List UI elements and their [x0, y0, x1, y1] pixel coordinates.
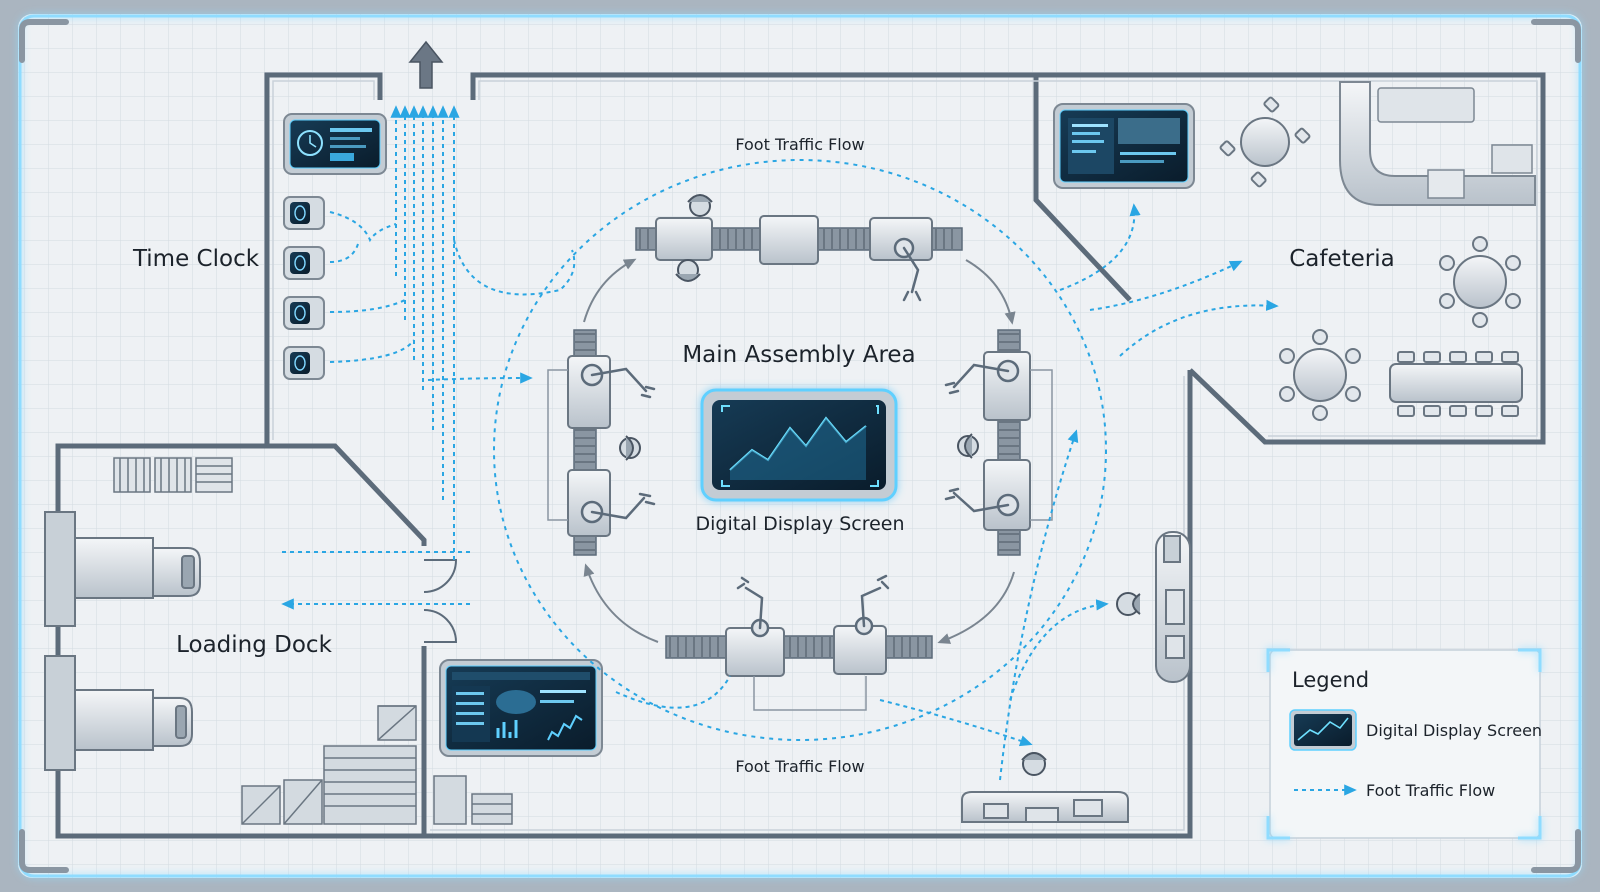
wall-inner [272, 80, 1538, 831]
round-table-icon [1219, 96, 1523, 421]
frame-corners [19, 19, 1581, 873]
robot-arm-icon [580, 237, 1020, 638]
legend: Legend Digital Display Screen Foot Traff… [1266, 648, 1542, 840]
equipment-station [961, 531, 1191, 823]
time-clock-wall-screen [283, 113, 387, 175]
time-clock-label: Time Clock [132, 246, 260, 272]
cargo-crates [241, 705, 513, 825]
cafeteria-label: Cafeteria [1289, 246, 1395, 272]
loading-door [423, 559, 458, 643]
long-table [1389, 351, 1523, 417]
loading-dock-label: Loading Dock [176, 632, 332, 658]
cafeteria-wall-screen [1053, 103, 1195, 189]
foot-traffic-label-bottom: Foot Traffic Flow [735, 757, 864, 776]
exit-arrow-icon [408, 40, 444, 89]
conveyors [547, 215, 1053, 711]
legend-display-label: Digital Display Screen [1366, 721, 1542, 740]
digital-display-label: Digital Display Screen [695, 513, 904, 535]
central-digital-display [700, 388, 898, 502]
main-assembly-label: Main Assembly Area [682, 342, 915, 368]
legend-display-swatch [1289, 709, 1357, 751]
foot-traffic-label-top: Foot Traffic Flow [735, 135, 864, 154]
foot-traffic-loop [493, 159, 1107, 741]
legend-flow-label: Foot Traffic Flow [1366, 781, 1495, 800]
legend-title: Legend [1292, 668, 1369, 692]
fingerprint-scanner-icons [283, 196, 325, 380]
dock-wall-screen [439, 659, 603, 757]
serving-counter [1339, 81, 1536, 206]
truck-icon [44, 511, 201, 771]
worker-icon [619, 194, 1141, 776]
foot-traffic-paths [281, 105, 1279, 781]
pallets [113, 457, 233, 493]
process-arrows [583, 258, 1016, 644]
